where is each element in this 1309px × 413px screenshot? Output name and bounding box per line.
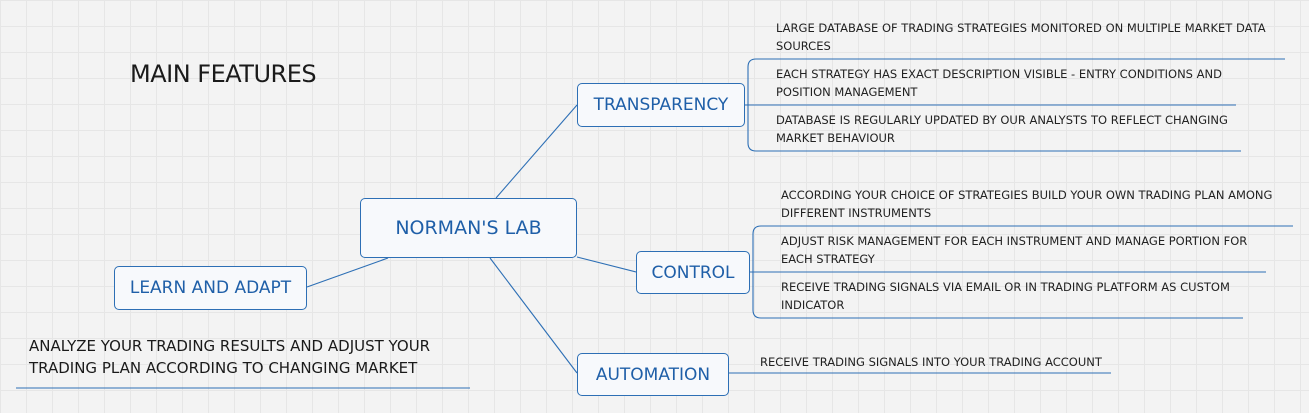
branch-node-learn[interactable]: LEARN AND ADAPT xyxy=(114,266,307,310)
bracket-control xyxy=(752,225,1293,272)
leaf-automation-1[interactable]: RECEIVE TRADING SIGNALS INTO YOUR TRADIN… xyxy=(760,355,1102,369)
branch-node-automation[interactable]: AUTOMATION xyxy=(577,353,729,396)
link-root-learn xyxy=(306,257,389,288)
leaf-transparency-3[interactable]: DATABASE IS REGULARLY UPDATED BY OUR ANA… xyxy=(776,113,1228,145)
leaf-control-2[interactable]: ADJUST RISK MANAGEMENT FOR EACH INSTRUME… xyxy=(781,234,1248,266)
link-root-control xyxy=(576,256,637,273)
link-root-transparency xyxy=(495,104,578,199)
page-title: MAIN FEATURES xyxy=(130,60,317,88)
leaf-control-1[interactable]: ACCORDING YOUR CHOICE OF STRATEGIES BUIL… xyxy=(781,188,1273,220)
branch-node-transparency[interactable]: TRANSPARENCY xyxy=(577,83,745,127)
leaf-learn-1[interactable]: ANALYZE YOUR TRADING RESULTS AND ADJUST … xyxy=(29,337,431,377)
branch-node-control[interactable]: CONTROL xyxy=(636,251,750,294)
leaf-control-3[interactable]: RECEIVE TRADING SIGNALS VIA EMAIL OR IN … xyxy=(781,280,1230,312)
bracket-control-bottom xyxy=(752,272,1243,319)
link-root-automation xyxy=(489,257,578,374)
leaf-transparency-2[interactable]: EACH STRATEGY HAS EXACT DESCRIPTION VISI… xyxy=(776,67,1222,99)
root-node[interactable]: NORMAN'S LAB xyxy=(360,198,577,258)
bracket-transparency-bottom xyxy=(747,105,1241,152)
bracket-transparency xyxy=(747,58,1285,105)
leaf-transparency-1[interactable]: LARGE DATABASE OF TRADING STRATEGIES MON… xyxy=(776,21,1266,53)
